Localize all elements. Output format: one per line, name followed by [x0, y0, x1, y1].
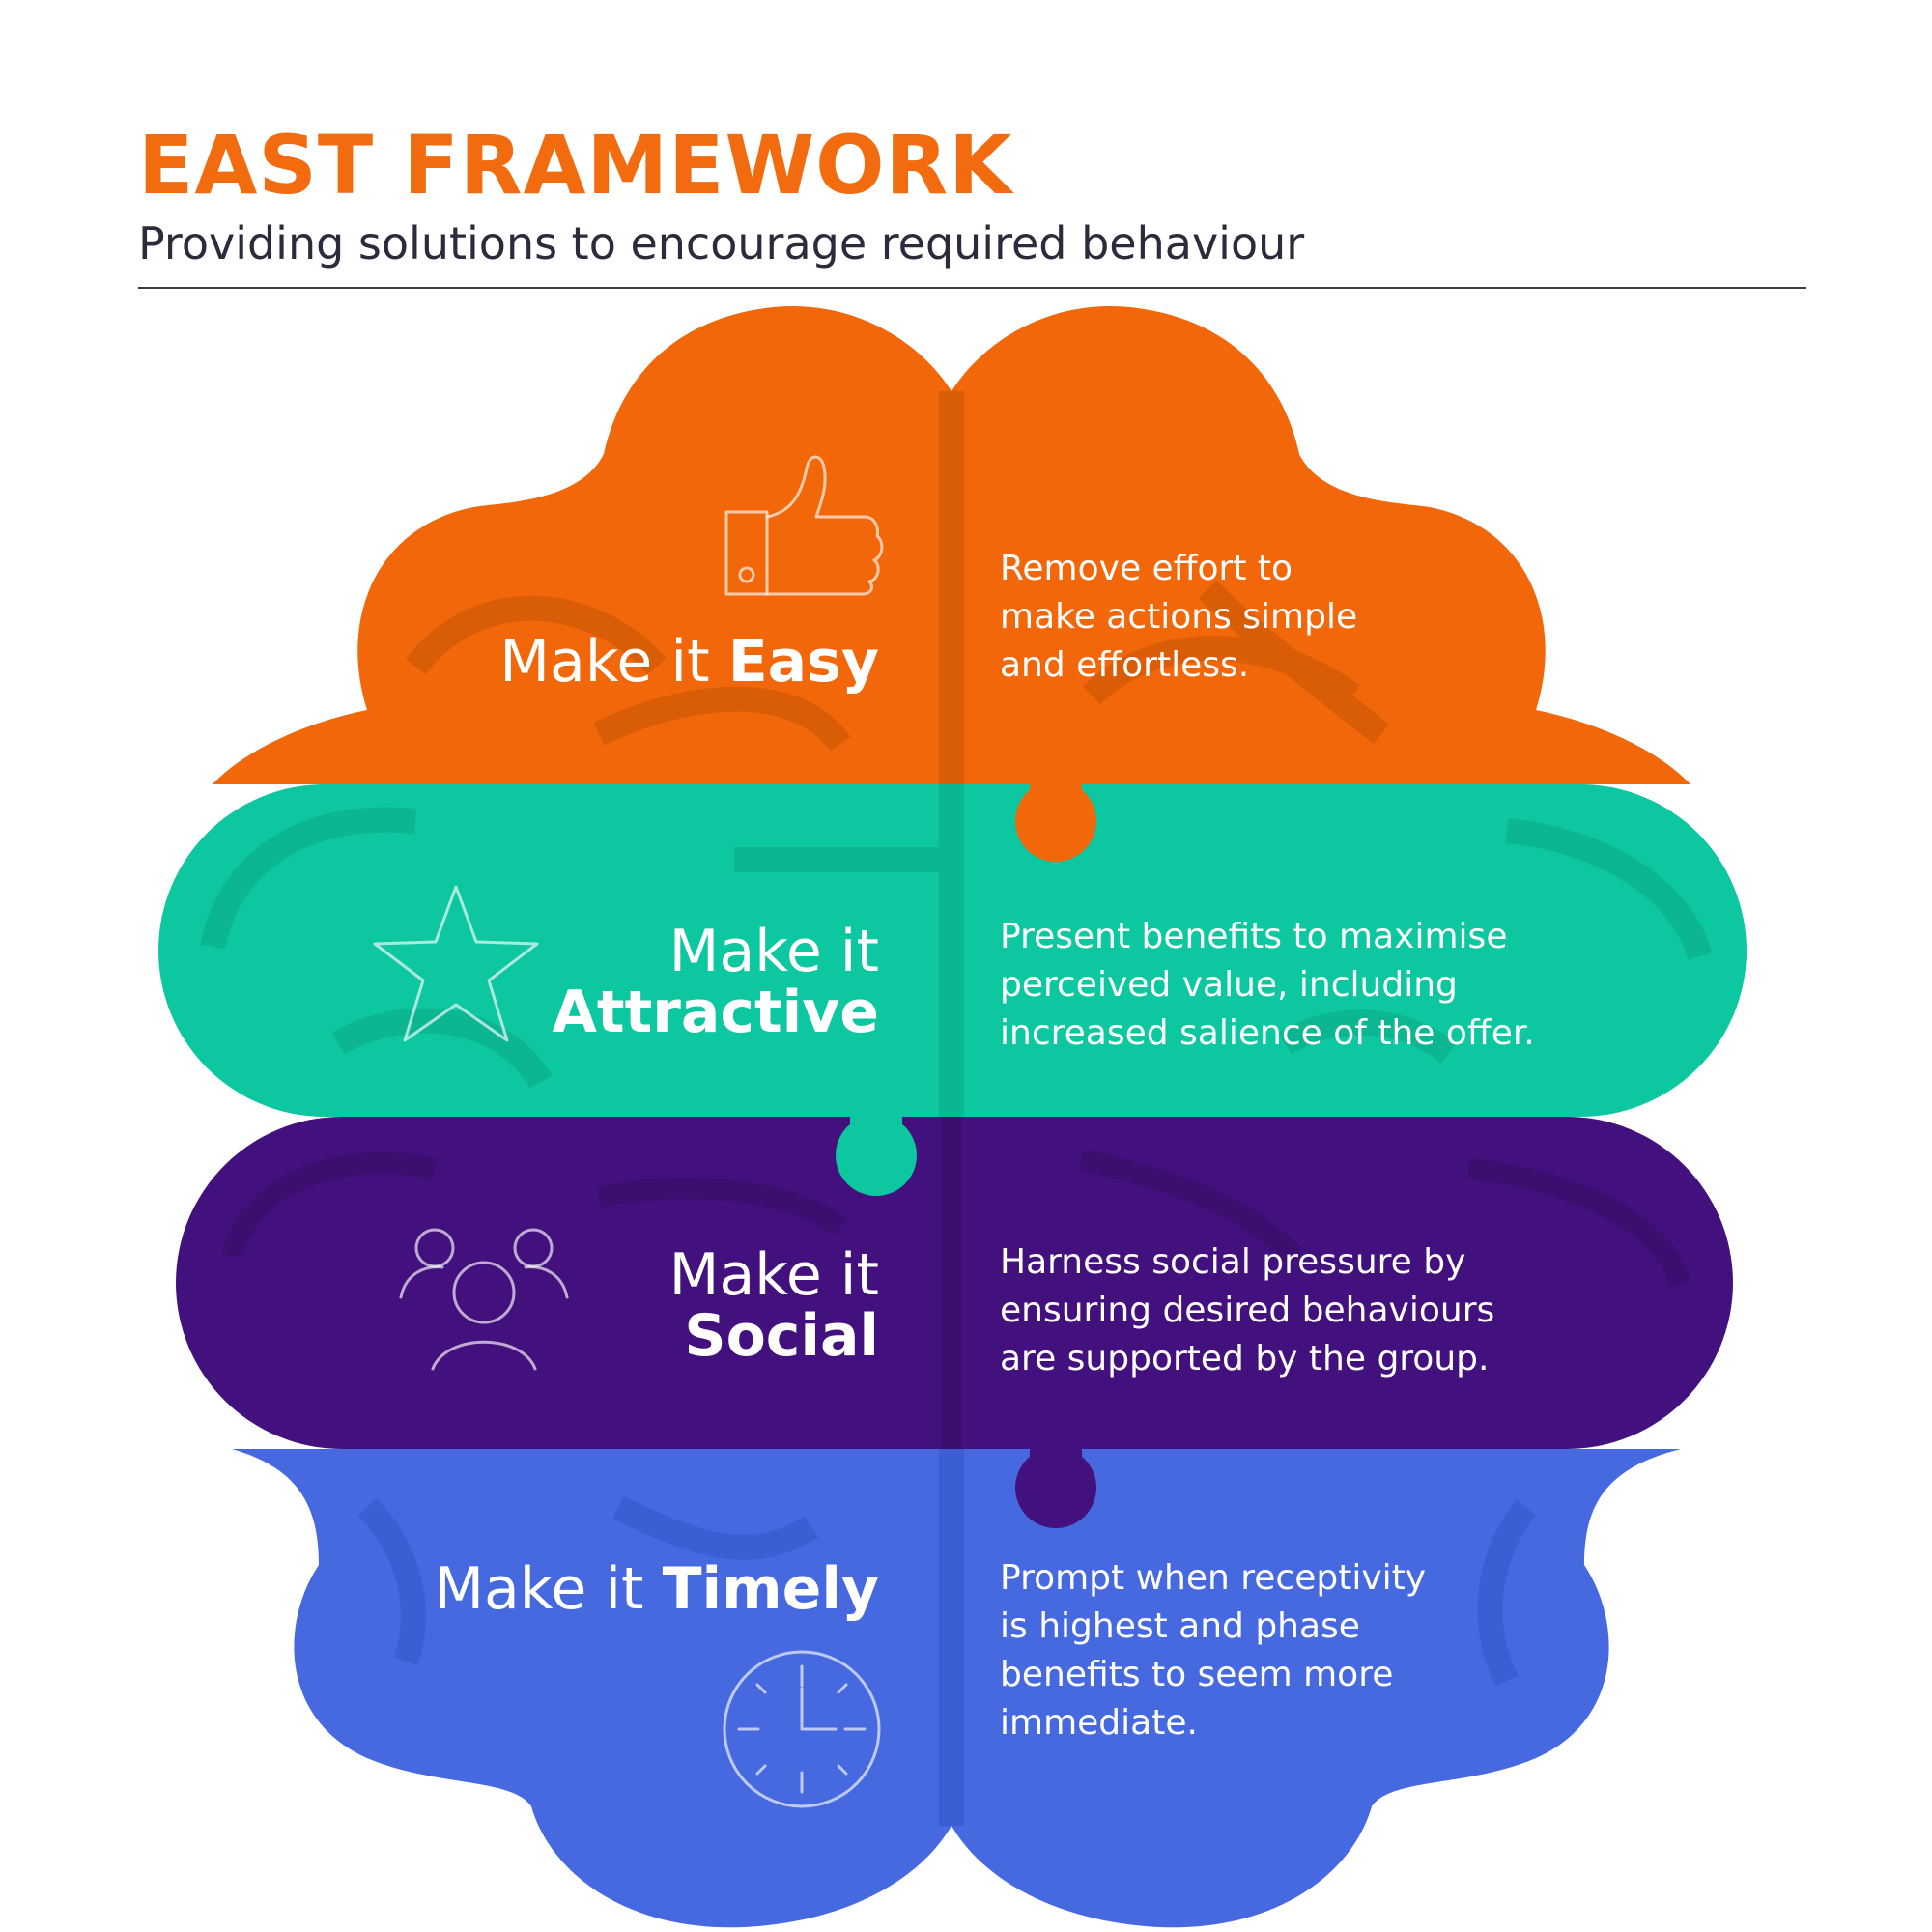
- page-subtitle: Providing solutions to encourage require…: [138, 217, 1304, 270]
- social-band: [176, 1117, 1733, 1449]
- section-timely: Make it Timely Prompt when receptivity i…: [434, 1555, 1426, 1808]
- social-desc-line-1: Harness social pressure by: [1000, 1242, 1465, 1282]
- section-social: Make it Social Harness social pressure b…: [399, 1228, 1494, 1378]
- social-heading-bold: Social: [684, 1302, 879, 1370]
- timely-band: [232, 1449, 1681, 1928]
- section-attractive: Make it Attractive Present benefits to m…: [373, 885, 1535, 1053]
- attractive-heading-light: Make it: [669, 918, 879, 985]
- social-desc-line-2: ensuring desired behaviours: [1000, 1291, 1494, 1330]
- attractive-band: [158, 784, 1747, 1117]
- easy-desc-line-1: Remove effort to: [1000, 549, 1293, 588]
- timely-desc-line-4: immediate.: [1000, 1703, 1198, 1743]
- connector-easy-attractive: [1015, 781, 1096, 862]
- connector-social-timely: [1015, 1447, 1096, 1528]
- timely-desc-line-1: Prompt when receptivity: [1000, 1558, 1426, 1598]
- easy-heading: Make it Easy: [499, 628, 879, 696]
- attractive-desc-line-2: perceived value, including: [1000, 965, 1458, 1005]
- page-title: EAST FRAMEWORK: [138, 118, 1014, 213]
- thumbs-up-icon: [724, 455, 884, 596]
- group-icon: [399, 1228, 569, 1371]
- attractive-desc-line-1: Present benefits to maximise: [1000, 917, 1507, 956]
- attractive-heading-bold: Attractive: [553, 979, 880, 1046]
- easy-desc-line-2: make actions simple: [1000, 597, 1357, 637]
- social-heading-light: Make it: [669, 1241, 879, 1309]
- social-desc-line-3: are supported by the group.: [1000, 1339, 1489, 1378]
- clock-icon: [723, 1650, 881, 1808]
- star-icon: [373, 885, 539, 1042]
- connector-attractive-social: [836, 1115, 917, 1196]
- timely-desc-line-3: benefits to seem more: [1000, 1655, 1393, 1694]
- timely-heading: Make it Timely: [434, 1555, 879, 1623]
- easy-band: [213, 305, 1690, 784]
- easy-desc-line-3: and effortless.: [1000, 645, 1249, 685]
- timely-desc-line-2: is highest and phase: [1000, 1606, 1360, 1646]
- section-easy: Make it Easy Remove effort to make actio…: [499, 455, 1357, 696]
- attractive-desc-line-3: increased salience of the offer.: [1000, 1013, 1535, 1053]
